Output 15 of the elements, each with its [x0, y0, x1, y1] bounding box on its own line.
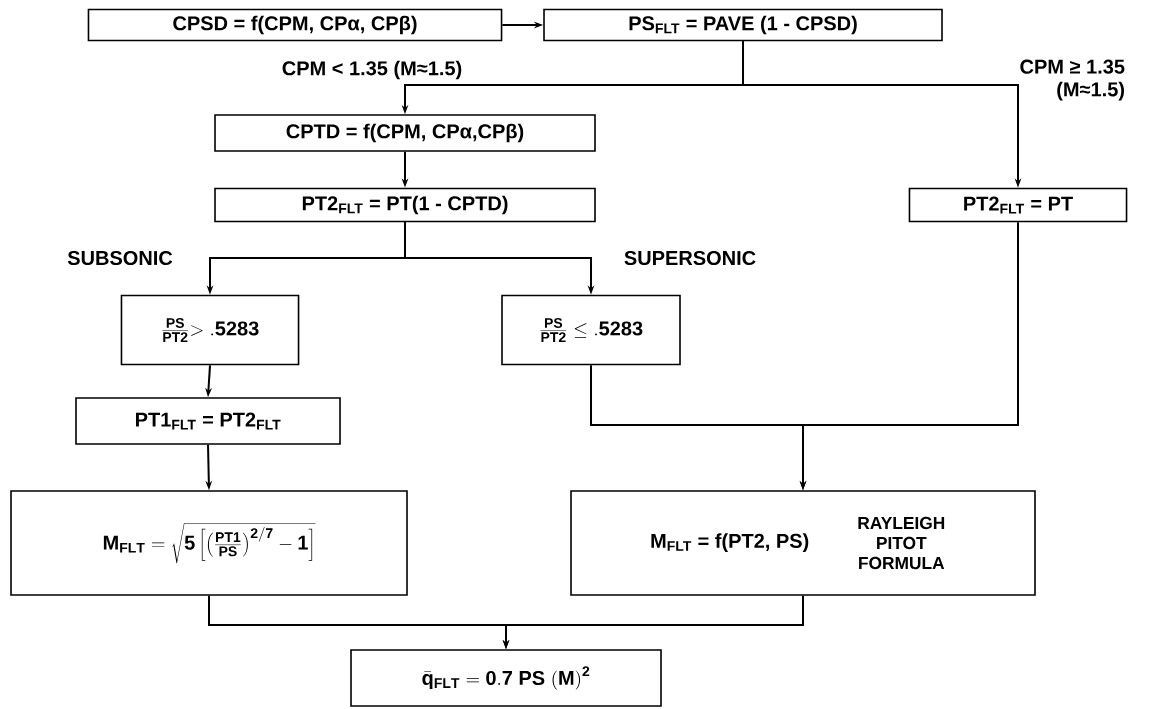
edge-label: CPM < 1.35 (M≈1.5) [282, 60, 462, 80]
formula-box: $\bar{\mathbf{q}}_{\mathbf{FLT}}=\mathbf{0.7\ PS\ (M)}^{\mathbf{2}}$ [350, 649, 662, 707]
edge-label: SUBSONIC [67, 250, 173, 266]
formula-box: $\mathbf{M}_{\mathbf{FLT}}=\sqrt{\mathbf{5}\left[\left(\frac{\mathbf{PT1}}{\mathbf{PS}}\right)^{\mathbf{2/7}}-\mathbf{1}\right]}$ [10, 490, 408, 596]
formula-box: $\frac{\mathbf{PS}}{\mathbf{PT2}}\mathbf{>.5283}$ [120, 294, 300, 366]
process-box: PT2$_{FLT}$ = PT [908, 187, 1128, 223]
edge-label: SUPERSONIC [624, 250, 756, 266]
process-box: PT2$_{FLT}$ = PT(1 - CPTD) [214, 187, 596, 223]
process-box: CPTD = f(CPM, CPα,CPβ) [214, 114, 596, 152]
formula-box: $\frac{\mathbf{PS}}{\mathbf{PT2}}\leq\mathbf{.5283}$ [501, 294, 681, 366]
process-box: PS$_{FLT}$ = PAVE (1 - CPSD) [543, 8, 943, 42]
process-box: M$_{FLT}$ = f(PT2, PS) RAYLEIGH PITOT FORMULA [570, 490, 1036, 596]
process-box: CPSD = f(CPM, CPα, CPβ) [87, 8, 503, 42]
process-box: PT1$_{FLT}$ = PT2$_{FLT}$ [75, 397, 341, 445]
edge-label: CPM ≥ 1.35 (M≈1.5) [1020, 59, 1125, 101]
